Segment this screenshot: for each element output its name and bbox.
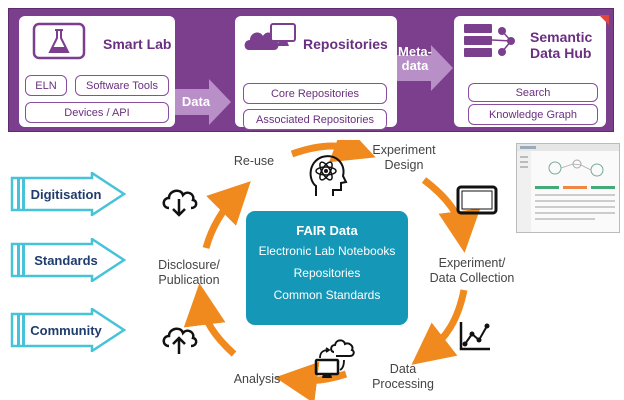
metadata-flow-label: Meta- data bbox=[393, 45, 437, 73]
smart-lab-card: Smart Lab ELN Software Tools Devices / A… bbox=[19, 16, 175, 127]
stage-disclosure: Disclosure/ Publication bbox=[148, 258, 230, 288]
fair-data-line-standards: Common Standards bbox=[273, 288, 381, 302]
cloud-download-icon bbox=[162, 189, 198, 217]
line-chart-icon bbox=[459, 322, 490, 351]
metadata-label-line-1: Meta- bbox=[398, 44, 432, 59]
pillar-community: Community bbox=[10, 308, 128, 352]
core-repositories-pill[interactable]: Core Repositories bbox=[243, 83, 387, 104]
tablet-icon bbox=[456, 185, 498, 215]
cycle-arrow-left-upper bbox=[202, 181, 251, 249]
pillar-digitisation: Digitisation bbox=[10, 172, 128, 216]
pillar-label: Digitisation bbox=[30, 186, 102, 202]
search-pill[interactable]: Search bbox=[468, 83, 598, 102]
data-flow-arrow bbox=[175, 79, 231, 125]
data-flow-label: Data bbox=[181, 94, 211, 109]
stage-processing-line-2: Processing bbox=[372, 377, 434, 391]
cycle-arrow-right-lower bbox=[411, 289, 468, 365]
cloud-computer-icon bbox=[244, 23, 296, 50]
cloud-computer-sync-icon bbox=[314, 339, 355, 378]
stage-data-collection: Experiment/ Data Collection bbox=[420, 256, 524, 286]
fair-data-line-eln: Electronic Lab Notebooks bbox=[258, 244, 396, 258]
eln-pill[interactable]: ELN bbox=[25, 75, 67, 96]
app-screenshot-thumbnail bbox=[516, 143, 620, 233]
repositories-title: Repositories bbox=[303, 36, 388, 52]
semantic-hub-card: Semantic Data Hub Search Knowledge Graph bbox=[454, 16, 606, 127]
semantic-hub-title-line-2: Data Hub bbox=[530, 45, 592, 61]
fair-data-line-repositories: Repositories bbox=[293, 266, 361, 280]
semantic-hub-title-line-1: Semantic bbox=[530, 29, 593, 45]
stage-design-line-1: Experiment bbox=[372, 143, 436, 157]
associated-repositories-pill[interactable]: Associated Repositories bbox=[243, 109, 387, 130]
flask-icon bbox=[32, 22, 86, 60]
cycle-arrows bbox=[183, 140, 481, 400]
metadata-label-line-2: data bbox=[401, 58, 429, 73]
stage-collection-line-2: Data Collection bbox=[429, 271, 515, 285]
stage-data-processing: Data Processing bbox=[366, 362, 440, 392]
corner-mark-icon bbox=[599, 15, 609, 25]
pillar-label: Standards bbox=[34, 252, 98, 268]
stage-disclosure-line-1: Disclosure/ bbox=[158, 258, 220, 272]
cycle-arrow-left-lower bbox=[183, 283, 237, 357]
pillar-label: Community bbox=[30, 322, 102, 338]
fair-data-title: FAIR Data bbox=[296, 223, 358, 238]
metadata-flow-arrow bbox=[397, 45, 453, 91]
knowledge-graph-pill[interactable]: Knowledge Graph bbox=[468, 104, 598, 125]
thumbnail-graphic bbox=[517, 144, 619, 232]
cloud-upload-icon bbox=[162, 327, 198, 354]
devices-api-pill[interactable]: Devices / API bbox=[25, 102, 169, 123]
stage-reuse: Re-use bbox=[233, 154, 275, 168]
stage-processing-line-1: Data bbox=[389, 362, 417, 376]
cycle-arrow-right-upper bbox=[421, 177, 481, 253]
smart-lab-title: Smart Lab bbox=[103, 36, 172, 52]
stage-collection-line-1: Experiment/ bbox=[438, 256, 506, 270]
stage-design-line-2: Design bbox=[384, 158, 424, 172]
stage-disclosure-line-2: Publication bbox=[158, 273, 220, 287]
pillar-standards: Standards bbox=[10, 238, 128, 282]
cycle-arrow-top bbox=[290, 140, 376, 163]
fair-data-box: FAIR Data Electronic Lab Notebooks Repos… bbox=[246, 211, 408, 325]
workflow-banner: Smart Lab ELN Software Tools Devices / A… bbox=[8, 8, 614, 132]
repositories-card: Repositories Core Repositories Associate… bbox=[235, 16, 397, 130]
stage-experiment-design: Experiment Design bbox=[362, 143, 446, 173]
semantic-hub-title: Semantic Data Hub bbox=[530, 29, 592, 61]
stage-analysis: Analysis bbox=[233, 372, 281, 386]
cycle-arrow-bottom bbox=[275, 361, 348, 400]
software-tools-pill[interactable]: Software Tools bbox=[75, 75, 169, 96]
server-network-icon bbox=[464, 24, 515, 57]
brain-atom-icon bbox=[309, 155, 348, 196]
